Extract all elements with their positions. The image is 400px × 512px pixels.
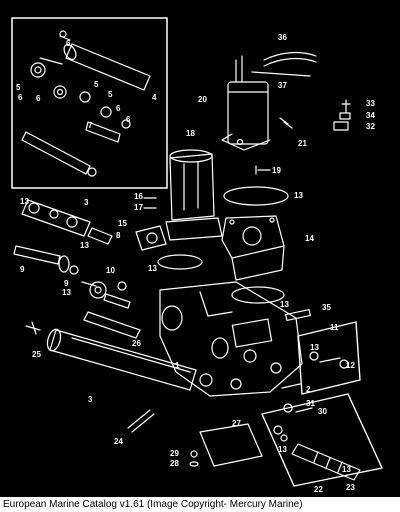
callout-35: 35 [322,303,331,312]
callout-6-e: 6 [126,115,131,124]
callout-36: 36 [278,33,287,42]
valve-10 [89,281,131,309]
screw-21 [279,117,293,129]
valve-group-left [21,199,113,245]
image-caption: European Marine Catalog v1.61 (Image Cop… [0,497,400,512]
part-30 [295,407,313,413]
piston-rod [13,245,97,287]
part-35 [285,308,311,322]
reservoir [165,149,223,241]
callout-26: 26 [132,339,141,348]
rod-26 [83,311,141,339]
callout-13-h: 13 [342,465,351,474]
callout-34: 34 [366,111,375,120]
callout-13-b: 13 [80,241,89,250]
callout-33: 33 [366,99,375,108]
callout-23: 23 [346,483,355,492]
callout-1: 1 [175,361,180,370]
fasteners-16-17 [143,197,157,209]
callout-6-d: 6 [116,104,121,113]
callout-9-b: 9 [64,279,69,288]
callout-29: 29 [170,449,179,458]
callout-7: 7 [88,121,93,130]
callout-8: 8 [116,231,121,240]
callout-3-inset: 3 [84,198,89,207]
callout-13-g: 13 [310,343,319,352]
callout-27: 27 [232,419,241,428]
callout-5-c: 5 [108,90,113,99]
callout-14: 14 [305,234,314,243]
screw-19 [255,165,271,175]
callout-labels: 1 2 3 3 4 5 5 5 6 6 6 6 6 7 8 9 9 10 11 … [16,33,375,494]
callout-4: 4 [152,93,157,102]
callout-28: 28 [170,459,179,468]
callout-21: 21 [298,139,307,148]
diagram-svg: 1 2 3 3 4 5 5 5 6 6 6 6 6 7 8 9 9 10 11 … [11,17,383,494]
callout-3: 3 [88,395,93,404]
callout-11: 11 [330,323,339,332]
callout-18: 18 [186,129,195,138]
callout-2: 2 [306,385,311,394]
callout-6-a: 6 [66,39,71,48]
callout-13-a: 13 [20,197,29,206]
callout-13-c: 13 [62,288,71,297]
callout-13-e: 13 [294,191,303,200]
o-ring-lower [231,286,285,304]
callout-5-b: 5 [94,80,99,89]
pin-25 [25,321,41,335]
callout-17: 17 [134,203,143,212]
callout-10: 10 [106,266,115,275]
callout-6-b: 6 [18,93,23,102]
callout-32: 32 [366,122,375,131]
callout-5-a: 5 [16,83,21,92]
part-28 [189,461,199,467]
callout-9-a: 9 [20,265,25,274]
valve-kit-box-11 [297,321,361,395]
pin-24 [127,409,155,433]
callout-12: 12 [346,361,355,370]
inset-box [11,17,168,189]
callout-25: 25 [32,350,41,359]
plate-27 [199,423,263,467]
callout-6-c: 6 [36,94,41,103]
pump [221,215,285,281]
trim-cylinder [46,328,197,391]
callout-13-f: 13 [280,300,289,309]
manifold-body [159,281,303,397]
trim-pump-motor [221,51,317,151]
hardware-32-34 [333,99,351,131]
inset-trim-cylinder [21,30,151,177]
callout-20: 20 [198,95,207,104]
part-29 [190,450,198,458]
callout-37: 37 [278,81,287,90]
callout-16: 16 [134,192,143,201]
exploded-parts-diagram: 1 2 3 3 4 5 5 5 6 6 6 6 6 7 8 9 9 10 11 … [0,0,400,497]
part-2 [281,383,301,389]
callout-22: 22 [314,485,323,494]
part-31 [283,403,293,413]
callout-13-i: 13 [278,445,287,454]
callout-19: 19 [272,166,281,175]
callout-30: 30 [318,407,327,416]
valve-15 [135,225,167,251]
o-ring-left [157,254,203,270]
callout-31: 31 [306,399,315,408]
o-ring-upper [223,186,289,206]
callout-15: 15 [118,219,127,228]
valve-kit-box-22 [261,393,383,487]
callout-13-d: 13 [148,264,157,273]
callout-24: 24 [114,437,123,446]
